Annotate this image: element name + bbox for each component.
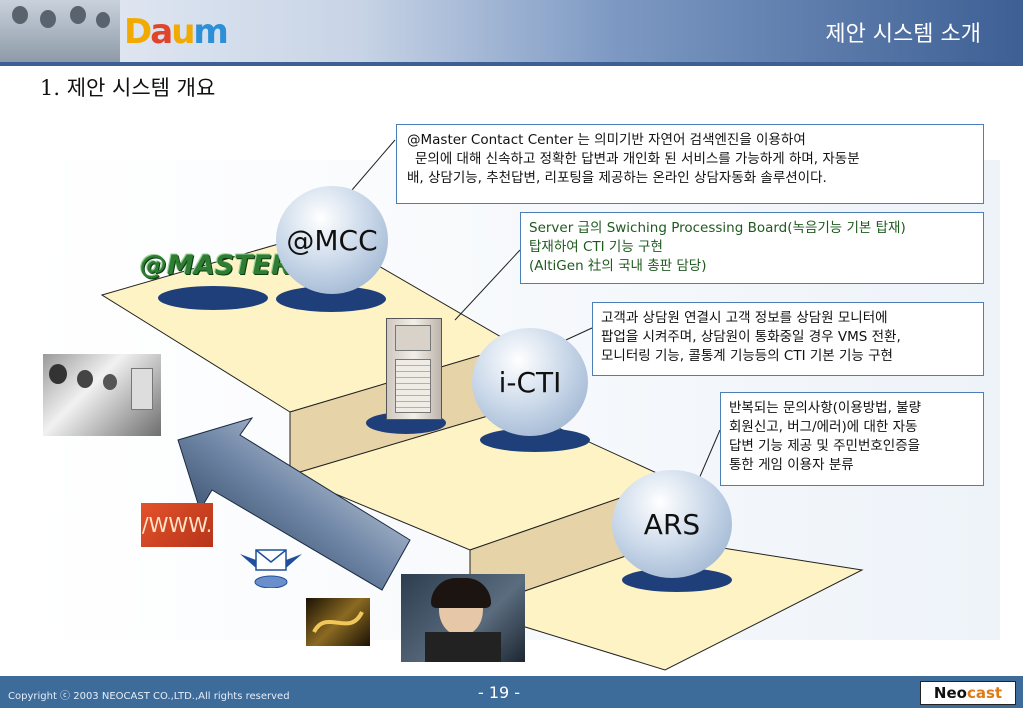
callout-mcc-line-1: @Master Contact Center 는 의미기반 자연어 검색엔진을 …: [407, 132, 806, 148]
callout-ars: 반복되는 문의사항(이용방법, 불량 회원신고, 버그/에러)에 대한 자동 답…: [720, 392, 984, 486]
callout-ars-line-2: 회원신고, 버그/에러)에 대한 자동: [729, 419, 918, 435]
daum-logo: Daum: [124, 12, 229, 52]
email-icon: [238, 544, 304, 589]
phone-cord-icon: [306, 598, 370, 646]
www-badge: /WWW.: [141, 503, 213, 547]
step-bottom: [468, 539, 864, 671]
node-ars: ARS: [612, 470, 732, 578]
leader-line-mcc: [351, 139, 396, 191]
growth-arrow: [177, 417, 411, 591]
server-rack-image: [386, 318, 442, 420]
master-logo: @MASTER: [140, 250, 292, 281]
callout-ars-line-3: 답변 기능 제공 및 주민번호인증을: [729, 438, 921, 454]
copyright-text: Copyright ⓒ 2003 NEOCAST CO.,LTD.,All ri…: [8, 691, 290, 702]
callout-server-line-3: (AltiGen 社의 국내 총판 담당): [529, 258, 707, 274]
operator-photo: [401, 574, 525, 662]
section-heading: 1. 제안 시스템 개요: [40, 76, 216, 100]
callout-ars-line-1: 반복되는 문의사항(이용방법, 불량: [729, 400, 922, 416]
callout-mcc: @Master Contact Center 는 의미기반 자연어 검색엔진을 …: [396, 124, 984, 204]
header-divider: [0, 62, 1023, 66]
header-bar: [0, 0, 1023, 62]
callout-server-line-2: 탑재하여 CTI 기능 구현: [529, 239, 663, 255]
callout-server-line-1: Server 급의 Swiching Processing Board(녹음기능…: [529, 220, 906, 236]
node-mcc: @MCC: [276, 186, 388, 294]
callout-cti-line-2: 팝업을 시켜주며, 상담원이 통화중일 경우 VMS 전환,: [601, 329, 901, 345]
callout-cti-line-1: 고객과 상담원 연결시 고객 정보를 상담원 모니터에: [601, 310, 888, 326]
callout-mcc-line-2: 문의에 대해 신속하고 정확한 답변과 개인화 된 서비스를 가능하게 하며, …: [415, 151, 860, 167]
callout-cti: 고객과 상담원 연결시 고객 정보를 상담원 모니터에 팝업을 시켜주며, 상담…: [592, 302, 984, 376]
call-center-photo: [43, 354, 161, 436]
footer-bar: [0, 676, 1023, 708]
callout-mcc-line-3: 배, 상담기능, 추천답변, 리포팅을 제공하는 온라인 상담자동화 솔루션이다…: [407, 170, 827, 186]
neocast-logo-neo: Neo: [933, 684, 967, 702]
neocast-logo-cast: cast: [966, 684, 1003, 702]
page-title: 제안 시스템 소개: [825, 22, 981, 47]
callout-cti-line-3: 모니터링 기능, 콜통계 기능등의 CTI 기본 기능 구현: [601, 348, 893, 364]
callout-server: Server 급의 Swiching Processing Board(녹음기능…: [520, 212, 984, 284]
pad-master: [158, 286, 268, 310]
page-number: - 19 -: [478, 683, 521, 702]
header-photo: [0, 0, 120, 62]
leader-line-server: [454, 249, 521, 321]
callout-ars-line-4: 통한 게임 이용자 분류: [729, 457, 854, 473]
node-icti: i-CTI: [472, 328, 588, 436]
